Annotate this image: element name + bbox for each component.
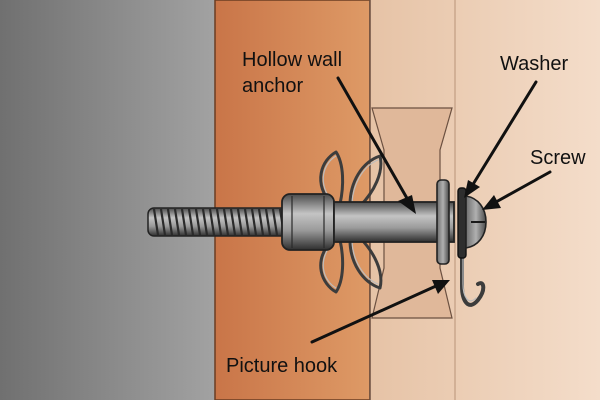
anchor-sleeve	[333, 201, 455, 243]
anchor-flange	[436, 179, 450, 265]
thread-groove	[180, 208, 188, 236]
washer	[457, 187, 467, 259]
picture-hook	[460, 236, 486, 307]
label-washer: Washer	[500, 53, 569, 75]
thread-groove	[208, 208, 216, 236]
screw-thread	[147, 207, 294, 237]
wall-cavity	[0, 0, 215, 400]
thread-groove	[236, 208, 244, 236]
screw-head	[465, 195, 487, 249]
hook-label-arrow	[310, 280, 450, 344]
washer-label-arrow	[464, 80, 538, 198]
anchor-collar	[281, 193, 335, 251]
thread-groove	[201, 208, 209, 236]
thread-groove	[250, 208, 258, 236]
thread-groove	[264, 208, 272, 236]
screw-label-arrow	[482, 170, 552, 210]
picture-hook-highlight	[462, 239, 477, 302]
thread-groove	[271, 208, 279, 236]
thread-groove	[173, 208, 181, 236]
thread-groove	[194, 208, 202, 236]
thread-groove	[229, 208, 237, 236]
thread-groove	[215, 208, 223, 236]
thread-groove	[152, 208, 160, 236]
thread-groove	[159, 208, 167, 236]
label-hollow-wall-anchor-line1: Hollow wall	[242, 49, 342, 71]
thread-groove	[222, 208, 230, 236]
label-screw: Screw	[530, 147, 586, 169]
anchor-wings	[319, 150, 383, 294]
label-picture-hook: Picture hook	[226, 355, 338, 377]
thread-groove	[187, 208, 195, 236]
label-hollow-wall-anchor-line2: anchor	[242, 75, 303, 97]
anchor-label-arrow	[336, 76, 416, 214]
thread-groove	[243, 208, 251, 236]
thread-groove	[166, 208, 174, 236]
thread-groove	[257, 208, 265, 236]
annotation-arrows	[310, 76, 552, 344]
